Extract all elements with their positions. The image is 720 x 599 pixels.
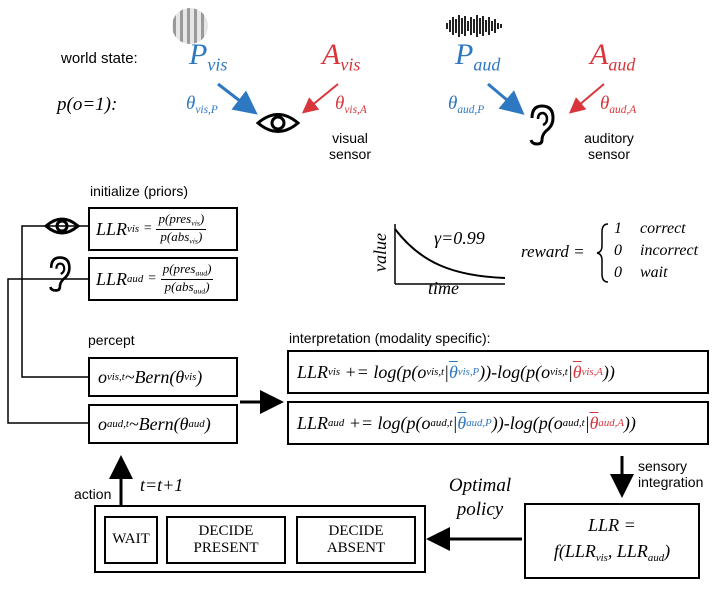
initialize-title: initialize (priors) (90, 183, 189, 199)
discount-ylabel: value (370, 233, 390, 272)
discount-curve (394, 228, 506, 279)
theta-aud-p: θaud,P (448, 93, 485, 116)
arrow-aaud (568, 83, 605, 114)
reward-brace (596, 223, 609, 283)
theta-vis-p: θvis,P (186, 93, 218, 116)
reward-label: reward = (521, 242, 585, 261)
eye-icon (44, 217, 80, 235)
sound-waveform-icon (446, 15, 502, 37)
theta-aud-a: θaud,A (600, 93, 637, 116)
a-vis: Avis (322, 38, 361, 75)
arrow-avis (301, 83, 339, 114)
eye-icon (256, 113, 300, 133)
arrow-paud (487, 82, 525, 115)
wire-vis (21, 225, 88, 378)
p-observation-label: p(o=1): (57, 94, 118, 115)
wait-button[interactable]: WAIT (104, 516, 158, 564)
wire-aud (7, 278, 88, 424)
world-state-label: world state: (61, 50, 138, 67)
grating-stimulus-icon (172, 8, 208, 44)
p-aud: Paud (455, 38, 501, 75)
time-update: t=t+1 (140, 475, 184, 495)
percept-title: percept (88, 332, 135, 348)
interpretation-title: interpretation (modality specific): (289, 330, 491, 346)
combined-llr: LLR = f(LLRvis, LLRaud) (524, 503, 700, 579)
discount-gamma: γ=0.99 (434, 228, 485, 248)
discount-xlabel: time (428, 278, 459, 298)
ear-icon (529, 104, 555, 146)
theta-vis-a: θvis,A (335, 93, 367, 116)
ear-icon (49, 256, 71, 292)
p-vis: Pvis (189, 38, 228, 75)
arrow-pvis (217, 82, 258, 115)
action-label: action (74, 486, 112, 502)
a-aud: Aaud (590, 38, 636, 75)
